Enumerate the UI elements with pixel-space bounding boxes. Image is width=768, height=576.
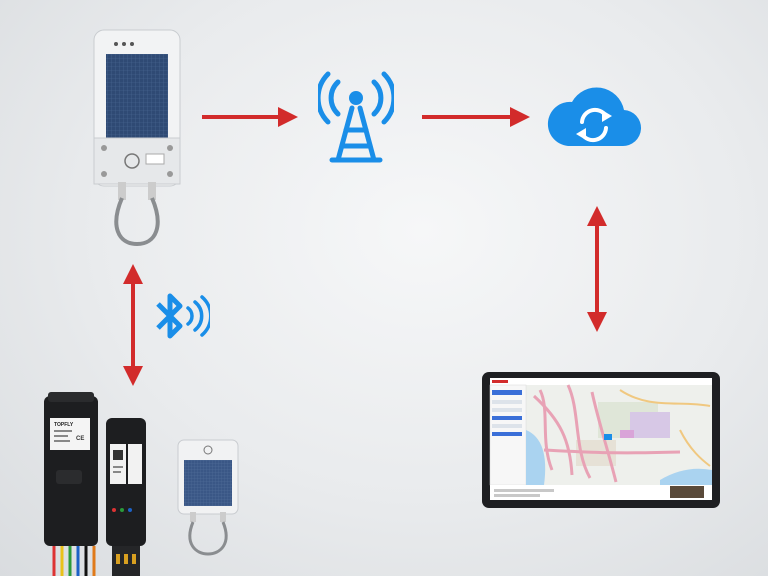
solar-tracker-device [93,29,181,247]
vehicle-tracker-large: TOPFLY CE [44,392,98,576]
cloud-sync-icon [547,87,642,147]
svg-text:CE: CE [76,436,84,442]
vehicle-tracker-small [106,418,146,576]
solar-tracker-small [177,439,239,556]
arrow-cloud-tablet [587,206,607,332]
arrow-tower-to-cloud [422,107,530,127]
tracker-brand-label: TOPFLY [54,422,74,428]
cell-tower-icon [318,71,394,163]
bluetooth-icon [156,293,210,339]
tablet-map-display [482,372,720,508]
arrow-tracker-bluetooth [123,264,143,386]
arrow-tracker-to-tower [202,107,298,127]
